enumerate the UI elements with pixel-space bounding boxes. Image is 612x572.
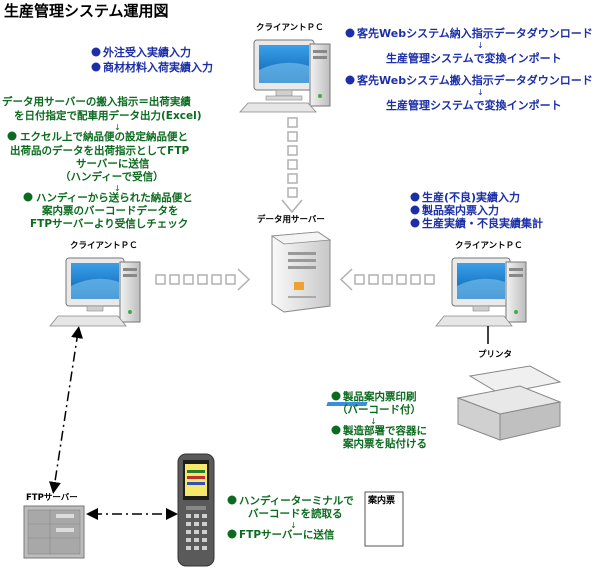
ftp-server: FTPサーバー xyxy=(23,492,85,559)
handy-notes: ハンディーターミナルで バーコードを読取る ↓ FTPサーバーに送信 xyxy=(227,494,354,541)
note-carryin-download: 客先Webシステム搬入指示データダウンロード xyxy=(356,73,593,87)
printer-label: プリンタ xyxy=(478,349,512,360)
arrow-left-to-server xyxy=(155,268,251,291)
client-pc-left-label: クライアントＰＣ xyxy=(70,240,138,251)
arrow-right-to-server xyxy=(339,268,435,291)
note-carryin-import: 生産管理システムで変換インポート xyxy=(386,98,562,112)
note-summary: 生産実績・不良実績集計 xyxy=(422,216,543,230)
flow-arrow: ↓ xyxy=(370,417,377,426)
flow-arrow: ↓ xyxy=(477,41,484,50)
handy-note-1: ハンディーターミナルで xyxy=(239,494,354,507)
flow-line-1: データ用サーバーの搬入指示＝出荷実績 xyxy=(2,95,191,108)
note-slip-input: 製品案内票入力 xyxy=(421,203,499,217)
flow-line-2: を日付指定で配車用データ出力(Excel) xyxy=(14,109,202,122)
flow-excel-1: エクセル上で納品便の設定納品便と xyxy=(20,130,188,143)
note-delivery-download: 客先Webシステム納入指示データダウンロード xyxy=(356,26,593,40)
client-pc-top: クライアントＰＣ xyxy=(239,22,331,113)
flow-arrow: ↓ xyxy=(114,184,121,193)
client-pc-left: クライアントＰＣ xyxy=(49,240,141,327)
flow-handy-3: FTPサーバーより受信しチェック xyxy=(30,217,188,230)
flow-excel-4: （ハンディーで受信） xyxy=(60,170,164,183)
slip-label: 案内票 xyxy=(367,494,395,506)
printer-note-1: 製品案内票印刷 xyxy=(342,390,417,403)
printer: プリンタ xyxy=(326,349,562,441)
flow-arrow: ↓ xyxy=(477,88,484,97)
top-right-notes: 客先Webシステム納入指示データダウンロード ↓ 生産管理システムで変換インポー… xyxy=(345,26,593,112)
left-flow-notes: データ用サーバーの搬入指示＝出荷実績 を日付指定で配車用データ出力(Excel)… xyxy=(2,95,202,230)
arrow-top-to-server xyxy=(281,117,303,214)
flow-excel-3: サーバーに送信 xyxy=(76,157,150,170)
flow-handy-1: ハンディーから送られた納品便と xyxy=(36,191,193,204)
data-server-label: データ用サーバー xyxy=(257,214,325,225)
right-notes: 生産(不良)実績入力 製品案内票入力 生産実績・不良実績集計 xyxy=(410,190,543,230)
top-center-notes: 外注受入実績入力 商材材料入荷実績入力 xyxy=(91,45,213,74)
printer-note-2: （バーコード付） xyxy=(337,403,421,416)
diagram-title: 生産管理システム運用図 xyxy=(4,2,169,20)
note-material: 商材材料入荷実績入力 xyxy=(103,60,213,74)
pc-ftp-link xyxy=(48,326,84,494)
client-pc-right-label: クライアントＰＣ xyxy=(455,240,523,251)
printer-notes: 製品案内票印刷 （バーコード付） ↓ 製造部署で容器に 案内票を貼付ける xyxy=(331,390,427,450)
note-production-input: 生産(不良)実績入力 xyxy=(422,190,520,204)
handy-note-3: FTPサーバーに送信 xyxy=(239,528,335,541)
handy-terminal xyxy=(177,453,215,567)
printer-note-4: 案内票を貼付ける xyxy=(342,437,427,450)
guidance-slip: 案内票 xyxy=(364,491,404,547)
printer-note-3: 製造部署で容器に xyxy=(342,424,427,437)
flow-arrow: ↓ xyxy=(114,123,121,132)
note-outsource: 外注受入実績入力 xyxy=(102,45,191,59)
ftp-server-label: FTPサーバー xyxy=(26,492,78,503)
note-delivery-import: 生産管理システムで変換インポート xyxy=(386,51,562,65)
handy-note-2: バーコードを読取る xyxy=(248,507,343,520)
client-pc-right: クライアントＰＣ xyxy=(435,240,527,327)
flow-arrow: ↓ xyxy=(290,521,297,530)
client-pc-top-label: クライアントＰＣ xyxy=(256,22,324,33)
flow-excel-2: 出荷品のデータを出荷指示としてFTP xyxy=(10,144,190,157)
data-server: データ用サーバー xyxy=(257,214,332,313)
flow-handy-2: 案内票のバーコードデータを xyxy=(41,204,179,217)
